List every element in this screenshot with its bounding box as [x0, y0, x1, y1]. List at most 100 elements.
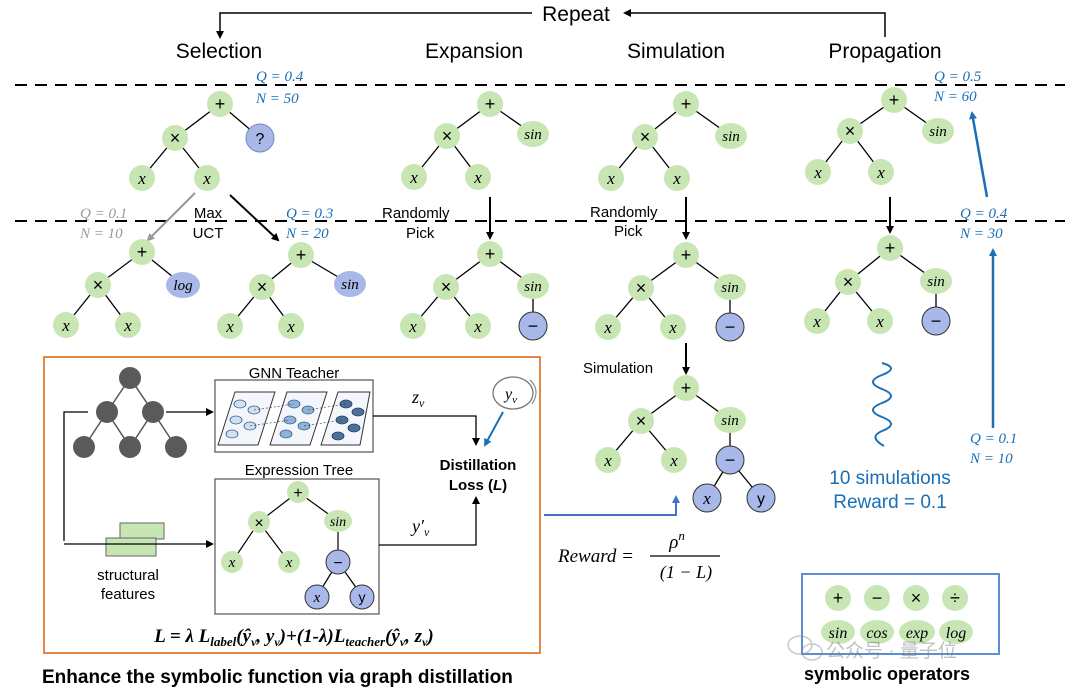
svg-text:sin: sin	[341, 277, 359, 293]
max-uct-line2: UCT	[193, 225, 224, 242]
repeat-loop: Repeat	[216, 3, 886, 39]
randomly-pick-line2: Pick	[406, 225, 435, 242]
operator-times: ×	[911, 588, 922, 608]
selection-arrow-gray	[146, 192, 196, 242]
svg-text:×: ×	[257, 277, 268, 297]
simulation-wave-icon	[872, 362, 892, 447]
zv-arrow	[373, 415, 480, 446]
propagation-mid-n: N = 30	[959, 226, 1003, 242]
graph-feed-line	[63, 411, 88, 541]
svg-text:×: ×	[441, 277, 452, 297]
randomly-pick2-line1: Randomly	[590, 204, 658, 221]
svg-text:sin: sin	[524, 127, 542, 143]
svg-text:×: ×	[845, 121, 856, 141]
log-node	[166, 272, 200, 298]
simulation-bottom-tree: + × sin x x − x y	[595, 375, 776, 513]
randomly-pick-line1: Randomly	[382, 205, 450, 222]
symbolic-operators-title: symbolic operators	[804, 664, 970, 684]
yv-bubble	[492, 376, 534, 410]
svg-text:−: −	[725, 450, 736, 470]
svg-text:x: x	[313, 590, 321, 606]
operator-log: log	[946, 625, 966, 642]
reward-value: Reward = 0.1	[833, 492, 947, 513]
svg-text:−: −	[931, 311, 942, 331]
selection-right-tree: + × sin x x	[217, 242, 366, 339]
svg-text:x: x	[61, 316, 70, 335]
svg-text:?: ?	[256, 131, 265, 148]
svg-text:−: −	[725, 317, 736, 337]
distillation-caption: Enhance the symbolic function via graph …	[42, 667, 513, 688]
selection-root-n: N = 50	[255, 91, 299, 107]
svg-text:×: ×	[93, 275, 104, 295]
svg-text:+: +	[296, 245, 307, 265]
gnn-layers-icon	[217, 391, 371, 446]
graph-icon	[73, 367, 187, 458]
selection-left-q: Q = 0.1	[80, 206, 127, 222]
structural-features-line2: features	[101, 586, 155, 603]
svg-text:log: log	[173, 278, 193, 294]
svg-text:Reward =: Reward =	[557, 546, 634, 567]
expression-tree-label: Expression Tree	[245, 462, 353, 479]
svg-text:×: ×	[254, 515, 263, 532]
propagation-bottom-q: Q = 0.1	[970, 431, 1017, 447]
loss-title-line2: Loss (L)	[449, 477, 507, 494]
svg-text:x: x	[286, 317, 295, 336]
selection-arrow-black	[229, 194, 280, 242]
operator-palette: + − × ÷ sin cos exp log	[821, 585, 973, 644]
svg-text:x: x	[606, 169, 615, 188]
svg-text:+: +	[293, 485, 302, 502]
propagation-top-q: Q = 0.5	[934, 69, 982, 85]
symbolic-operators-box	[801, 573, 1000, 655]
expression-tree-box	[214, 478, 380, 615]
svg-text:+: +	[215, 94, 226, 114]
times-node	[162, 125, 188, 151]
zv-label: zv	[411, 387, 425, 410]
reward-formula: Reward = ρn (1 − L)	[557, 528, 720, 583]
gnn-teacher-label: GNN Teacher	[249, 365, 340, 382]
svg-text:sin: sin	[721, 280, 739, 296]
svg-text:公众号 · 量子位: 公众号 · 量子位	[826, 640, 957, 662]
selection-root-tree: + × ? x x	[129, 91, 275, 191]
svg-text:sin: sin	[927, 274, 945, 290]
svg-text:x: x	[813, 163, 822, 182]
x-node	[129, 165, 155, 191]
svg-text:x: x	[137, 169, 146, 188]
distillation-box	[43, 356, 541, 654]
selection-left-n: N = 10	[79, 226, 123, 242]
simulation-top-tree: + × sin x x	[598, 91, 747, 191]
svg-text:−: −	[333, 555, 342, 572]
svg-text:x: x	[285, 555, 293, 571]
stage-propagation: Propagation	[828, 40, 941, 63]
svg-text:+: +	[681, 94, 692, 114]
svg-text:x: x	[876, 163, 885, 182]
svg-text:+: +	[889, 90, 900, 110]
svg-text:x: x	[668, 318, 677, 337]
plus-node	[207, 91, 233, 117]
svg-text:x: x	[702, 489, 711, 508]
svg-text:×: ×	[636, 278, 647, 298]
svg-text:x: x	[473, 317, 482, 336]
yv-arrow	[484, 411, 504, 447]
propagation-top-tree: + × sin x x	[805, 87, 954, 185]
svg-text:(1 − L): (1 − L)	[660, 562, 712, 583]
svg-text:sin: sin	[721, 413, 739, 429]
watermark: 公众号 · 量子位	[787, 635, 957, 662]
operator-plus: +	[833, 588, 844, 608]
svg-text:x: x	[225, 317, 234, 336]
propagation-bottom-n: N = 10	[969, 451, 1013, 467]
max-uct-line1: Max	[194, 205, 223, 222]
svg-text:+: +	[885, 238, 896, 258]
loss-title-line1: Distillation	[440, 457, 517, 474]
operator-sin: sin	[829, 625, 848, 642]
expression-tree: + × sin x x − x y	[221, 481, 375, 610]
svg-text:×: ×	[636, 411, 647, 431]
svg-text:x: x	[473, 168, 482, 187]
svg-text:+: +	[485, 94, 496, 114]
svg-text:x: x	[603, 451, 612, 470]
svg-text:x: x	[875, 312, 884, 331]
unknown-node	[245, 123, 275, 153]
svg-text:x: x	[669, 451, 678, 470]
svg-text:−: −	[528, 316, 539, 336]
loss-formula: L = λ Llabel(ŷv, yv)+(1-λ)Lteacher(ŷv, z…	[153, 626, 433, 649]
